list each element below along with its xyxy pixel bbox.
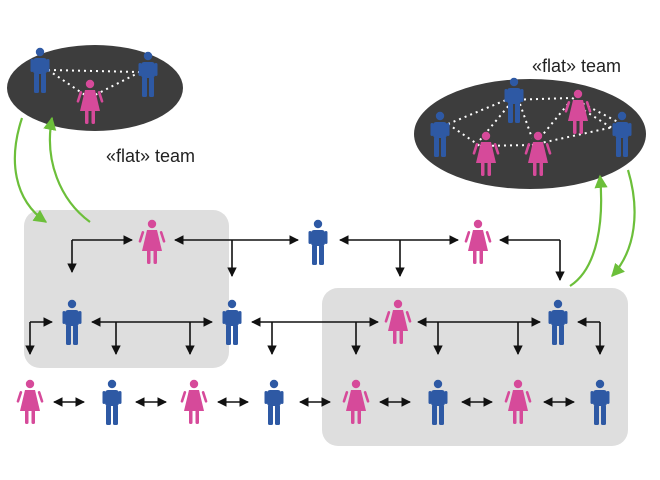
left-team-person-3-man-icon bbox=[138, 51, 158, 97]
people-figures bbox=[16, 47, 632, 425]
left-subgroup-box bbox=[24, 210, 229, 368]
level-2-person-2-man-icon bbox=[222, 299, 242, 345]
right-team-person-4-woman-icon bbox=[564, 89, 592, 134]
team-label-left: «flat» team bbox=[106, 146, 196, 166]
right-team-person-6-man-icon bbox=[612, 111, 632, 157]
level-1-person-3-woman-icon bbox=[464, 219, 492, 264]
right-subgroup-box bbox=[322, 288, 628, 446]
level-2-person-1-man-icon bbox=[62, 299, 82, 345]
right-team-person-1-man-icon bbox=[430, 111, 450, 157]
level-1-person-1-woman-icon bbox=[138, 219, 166, 264]
level-3-person-8-man-icon bbox=[590, 379, 610, 425]
level-3-person-2-man-icon bbox=[102, 379, 122, 425]
right-team-person-3-woman-icon bbox=[472, 131, 500, 176]
level-1-person-2-man-icon bbox=[308, 219, 328, 265]
level-2-person-3-woman-icon bbox=[384, 299, 412, 344]
right-team-person-2-man-icon bbox=[504, 77, 524, 123]
left-team-person-1-man-icon bbox=[30, 47, 50, 93]
level-3-person-4-man-icon bbox=[264, 379, 284, 425]
level-3-person-7-woman-icon bbox=[504, 379, 532, 424]
left-team-links bbox=[47, 69, 141, 96]
level-3-person-5-woman-icon bbox=[342, 379, 370, 424]
level-3-person-3-woman-icon bbox=[180, 379, 208, 424]
right-team-person-5-woman-icon bbox=[524, 131, 552, 176]
level-3-person-6-man-icon bbox=[428, 379, 448, 425]
team-link-curves bbox=[13, 116, 636, 287]
team-label-right: «flat» team bbox=[532, 56, 622, 76]
hierarchy-connectors bbox=[25, 235, 605, 407]
left-team-person-2-woman-icon bbox=[76, 79, 104, 124]
level-3-person-1-woman-icon bbox=[16, 379, 44, 424]
level-2-person-4-man-icon bbox=[548, 299, 568, 345]
